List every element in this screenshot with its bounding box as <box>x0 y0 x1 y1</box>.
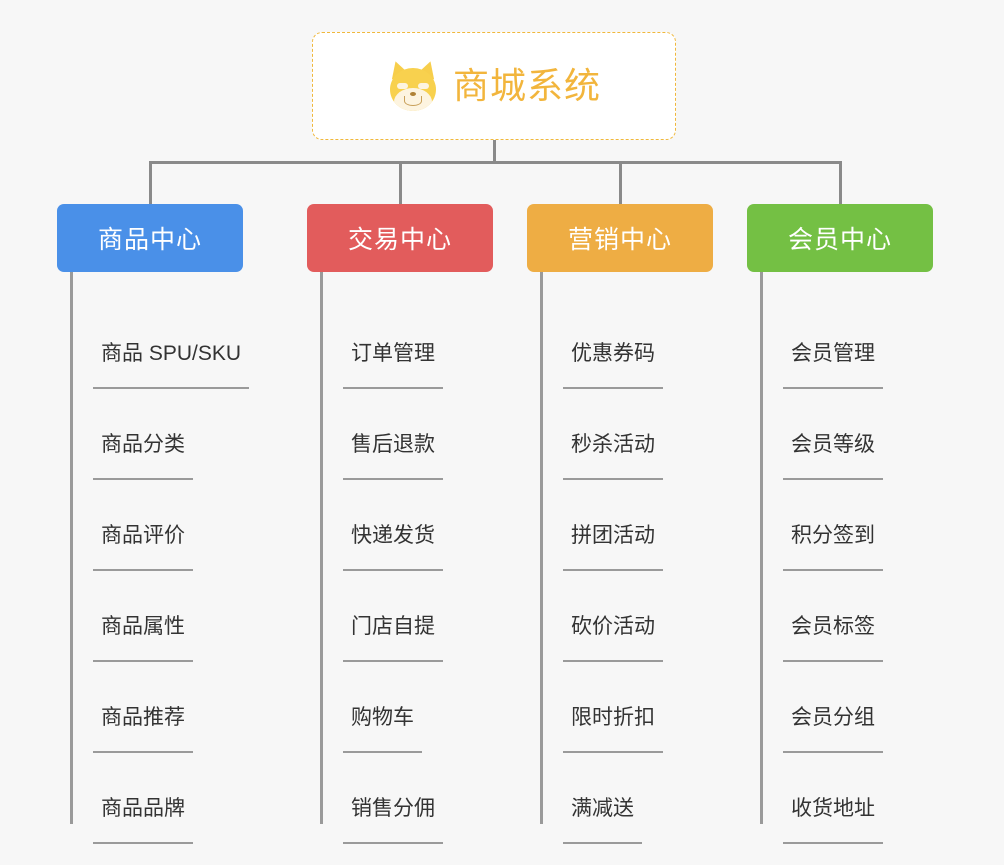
leaf-item[interactable]: 秒杀活动 <box>563 389 663 480</box>
connector-drop-branch-4 <box>839 161 842 206</box>
leaf-spine <box>540 272 543 824</box>
leaf-item[interactable]: 购物车 <box>343 662 422 753</box>
leaf-item[interactable]: 满减送 <box>563 753 642 844</box>
branch-column-product: 商品中心 商品 SPU/SKU 商品分类 商品评价 商品属性 商品推荐 商品品牌 <box>57 204 250 844</box>
leaf-list-marketing: 优惠券码 秒杀活动 拼团活动 砍价活动 限时折扣 满减送 <box>527 272 713 844</box>
leaf-item[interactable]: 商品分类 <box>93 389 193 480</box>
connector-root-stem <box>493 140 496 164</box>
leaf-item[interactable]: 优惠券码 <box>563 298 663 389</box>
branch-column-marketing: 营销中心 优惠券码 秒杀活动 拼团活动 砍价活动 限时折扣 满减送 <box>527 204 713 844</box>
leaf-item[interactable]: 砍价活动 <box>563 571 663 662</box>
branch-header-label: 会员中心 <box>787 226 892 254</box>
leaf-list-trade: 订单管理 售后退款 快递发货 门店自提 购物车 销售分佣 <box>307 272 493 844</box>
root-node-shop-system[interactable]: 商城系统 <box>312 32 676 140</box>
branch-column-member: 会员中心 会员管理 会员等级 积分签到 会员标签 会员分组 收货地址 <box>747 204 933 844</box>
leaf-item[interactable]: 门店自提 <box>343 571 443 662</box>
leaf-item[interactable]: 会员标签 <box>783 571 883 662</box>
branch-header-label: 营销中心 <box>567 226 672 254</box>
leaf-item[interactable]: 商品推荐 <box>93 662 193 753</box>
branch-header-product[interactable]: 商品中心 <box>57 204 243 272</box>
leaf-list-product: 商品 SPU/SKU 商品分类 商品评价 商品属性 商品推荐 商品品牌 <box>57 272 250 844</box>
leaf-item[interactable]: 销售分佣 <box>343 753 443 844</box>
leaf-item[interactable]: 会员等级 <box>783 389 883 480</box>
leaf-item[interactable]: 会员管理 <box>783 298 883 389</box>
connector-drop-branch-1 <box>149 161 152 206</box>
leaf-spine <box>70 272 73 824</box>
leaf-item[interactable]: 会员分组 <box>783 662 883 753</box>
branch-header-member[interactable]: 会员中心 <box>747 204 933 272</box>
leaf-item[interactable]: 订单管理 <box>343 298 443 389</box>
leaf-item[interactable]: 限时折扣 <box>563 662 663 753</box>
branch-header-label: 交易中心 <box>347 226 452 254</box>
connector-horizontal-bus <box>149 161 841 164</box>
root-title: 商城系统 <box>452 65 601 106</box>
branch-header-trade[interactable]: 交易中心 <box>307 204 493 272</box>
leaf-spine <box>760 272 763 824</box>
branch-header-label: 商品中心 <box>97 226 202 254</box>
leaf-item[interactable]: 收货地址 <box>783 753 883 844</box>
leaf-item[interactable]: 商品 SPU/SKU <box>93 298 250 389</box>
leaf-item[interactable]: 商品属性 <box>93 571 193 662</box>
leaf-item[interactable]: 拼团活动 <box>563 480 663 571</box>
branch-column-trade: 交易中心 订单管理 售后退款 快递发货 门店自提 购物车 销售分佣 <box>307 204 493 844</box>
branch-header-marketing[interactable]: 营销中心 <box>527 204 713 272</box>
leaf-item[interactable]: 售后退款 <box>343 389 443 480</box>
leaf-item[interactable]: 商品评价 <box>93 480 193 571</box>
leaf-list-member: 会员管理 会员等级 积分签到 会员标签 会员分组 收货地址 <box>747 272 933 844</box>
leaf-item[interactable]: 快递发货 <box>343 480 443 571</box>
leaf-spine <box>320 272 323 824</box>
mindmap-canvas: 商城系统 商品中心 商品 SPU/SKU 商品分类 商品评价 商品属性 商品推荐… <box>57 32 933 844</box>
connector-drop-branch-3 <box>619 161 622 206</box>
leaf-item[interactable]: 积分签到 <box>783 480 883 571</box>
connector-drop-branch-2 <box>399 161 402 206</box>
leaf-item[interactable]: 商品品牌 <box>93 753 193 844</box>
shiba-dog-face-icon <box>386 58 440 111</box>
